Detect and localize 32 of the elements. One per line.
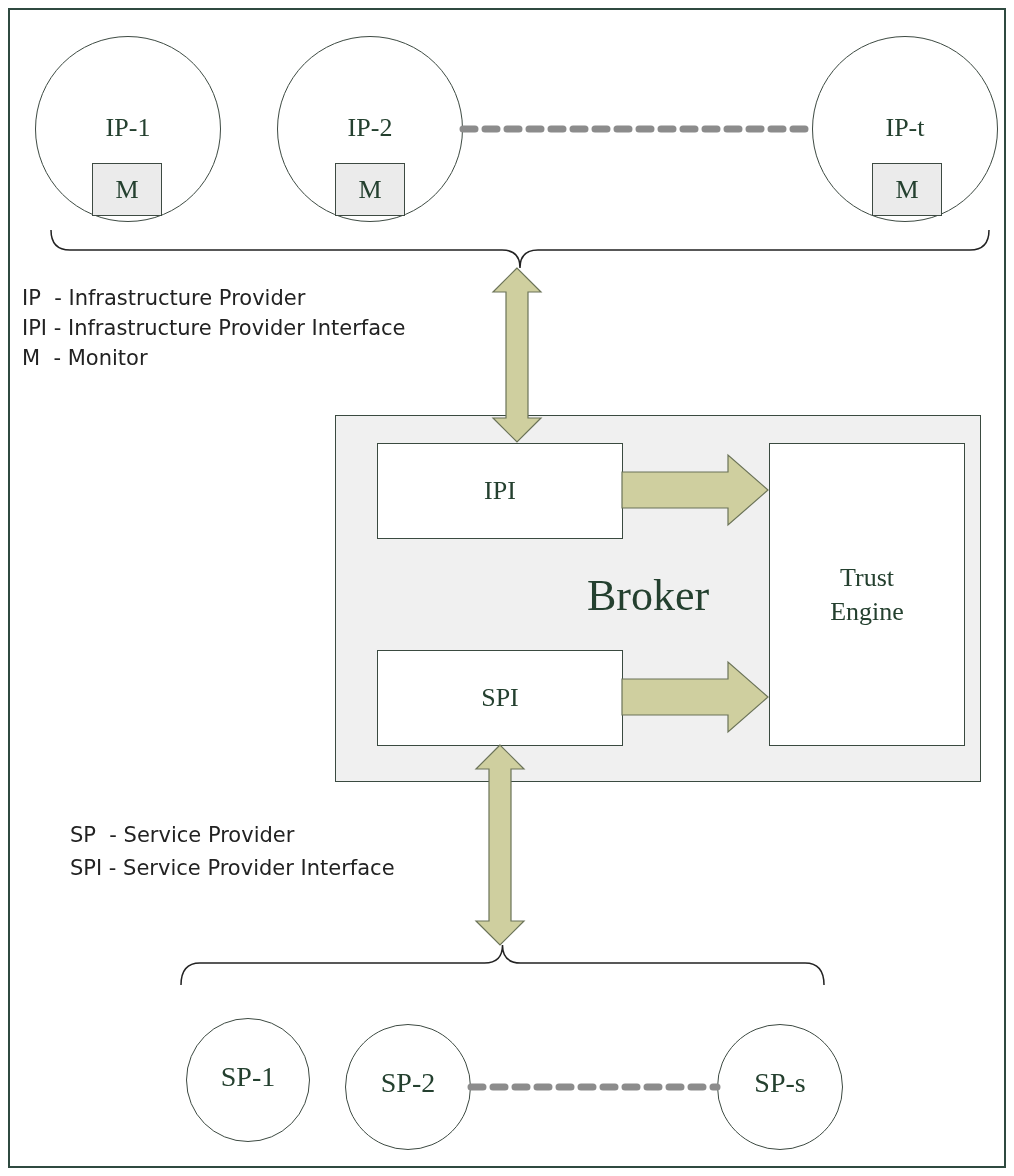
interface-box [769,443,965,746]
curly-brace [180,944,825,986]
legend-note: SPI - Service Provider Interface [70,858,395,879]
legend-note: IPI - Infrastructure Provider Interface [22,318,406,339]
monitor-box [335,163,405,216]
legend-note: M - Monitor [22,348,148,369]
curly-brace [50,229,990,269]
dashed-connector [467,1083,721,1091]
node-label: M [358,176,382,203]
broker-box [335,415,981,782]
interface-box [377,650,623,746]
block-arrow [474,744,526,946]
node-label: SP-1 [219,1063,277,1091]
monitor-box [872,163,942,216]
node-label: M [895,176,919,203]
node-label: IPI [484,478,516,504]
node-title: Broker [587,574,710,618]
interface-box [377,443,623,539]
legend-note: IP - Infrastructure Provider [22,288,306,309]
node-label: SP-2 [379,1069,437,1097]
monitor-box [92,163,162,216]
block-arrow [621,660,769,734]
block-arrow [491,267,543,443]
node-label: IP-t [884,115,926,141]
node-label: SP-s [753,1069,807,1097]
block-arrow [621,453,769,527]
node-label: M [115,176,139,203]
node-label: IP-1 [104,115,152,141]
node-label: Trust Engine [829,561,905,628]
node-label: SPI [481,685,519,711]
legend-note: SP - Service Provider [70,825,295,846]
node-label: IP-2 [346,115,394,141]
